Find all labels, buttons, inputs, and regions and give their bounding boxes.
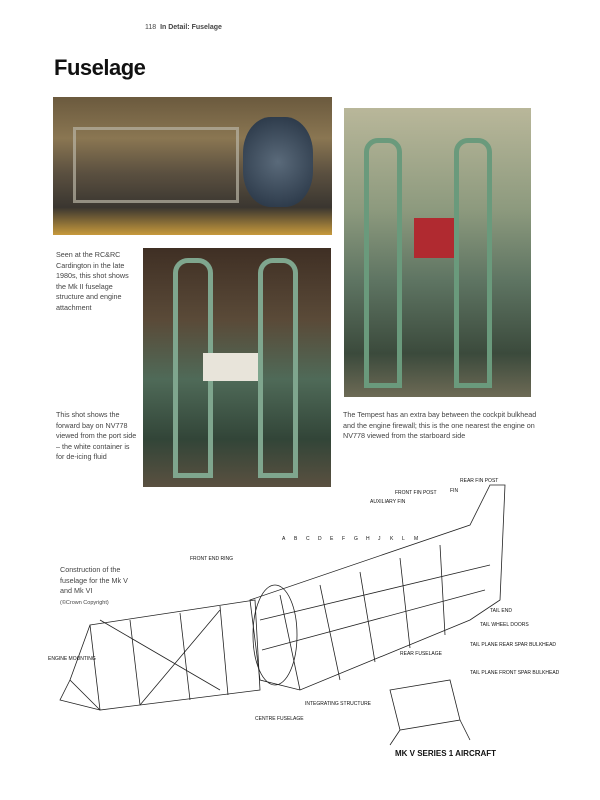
- label-front-fin-post: FRONT FIN POST: [395, 490, 437, 496]
- label-front-end-ring: FRONT END RING: [190, 556, 233, 562]
- diagram-subtitle: MK V SERIES 1 AIRCRAFT: [395, 749, 496, 758]
- frame-letter: C: [306, 536, 310, 542]
- caption-photo1: Seen at the RC&RC Cardington in the late…: [56, 250, 129, 312]
- frame-letter: D: [318, 536, 322, 542]
- frame-letter: L: [402, 536, 405, 542]
- label-rear-fin-post: REAR FIN POST: [460, 478, 498, 484]
- label-tail-end: TAIL END: [490, 608, 512, 614]
- frame-letter: M: [414, 536, 418, 542]
- running-title: In Detail: Fuselage: [160, 24, 222, 31]
- label-tail-plane-rear-spar: TAIL PLANE REAR SPAR BULKHEAD: [470, 642, 556, 648]
- frame-letter: E: [330, 536, 334, 542]
- frame-letter: A: [282, 536, 286, 542]
- frame-letter: K: [390, 536, 394, 542]
- frame-letters: A B C D E F G H J K L M: [282, 536, 418, 542]
- caption-photo2: The Tempest has an extra bay between the…: [343, 410, 537, 440]
- frame-letter: H: [366, 536, 370, 542]
- photo-fuselage-engine-attachment: [53, 97, 332, 235]
- label-integrating-structure: INTEGRATING STRUCTURE: [305, 701, 372, 707]
- frame-letter: J: [378, 536, 381, 542]
- label-engine-mounting: ENGINE MOUNTING: [48, 656, 96, 662]
- caption-diagram: Construction of the fuselage for the Mk …: [60, 565, 140, 608]
- frame-letter: G: [354, 536, 358, 542]
- label-centre-fuselage: CENTRE FUSELAGE: [255, 716, 304, 722]
- diagram-credit: (©Crown Copyright): [60, 599, 109, 606]
- label-tail-wheel-doors: TAIL WHEEL DOORS: [480, 622, 529, 628]
- fuselage-drawing: [59, 484, 506, 746]
- frame-letter: B: [294, 536, 298, 542]
- frame-letter: F: [342, 536, 345, 542]
- caption-diagram-text: Construction of the fuselage for the Mk …: [60, 565, 128, 595]
- label-auxiliary-fin: AUXILIARY FIN: [370, 499, 406, 505]
- label-tail-plane-front-spar: TAIL PLANE FRONT SPAR BULKHEAD: [470, 670, 560, 676]
- photo-starboard-bay: [344, 108, 531, 397]
- running-header: 118 In Detail: Fuselage: [145, 24, 222, 31]
- label-fin: FIN: [450, 488, 458, 494]
- page-title: Fuselage: [54, 55, 146, 80]
- caption-photo3: This shot shows the forward bay on NV778…: [56, 410, 137, 461]
- label-rear-fuselage: REAR FUSELAGE: [400, 651, 443, 657]
- photo-port-side-bay: [143, 248, 331, 487]
- fuselage-construction-diagram: REAR FIN POST FIN FRONT FIN POST AUXILIA…: [48, 478, 560, 758]
- page-number: 118: [145, 24, 157, 31]
